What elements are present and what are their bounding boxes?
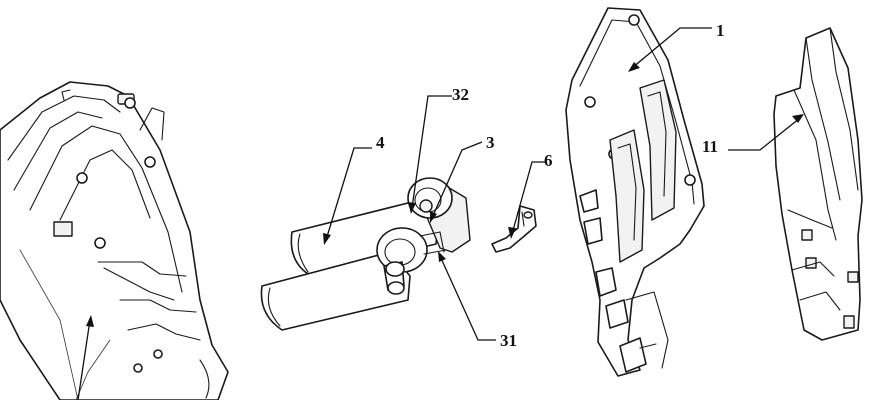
part-1-plate bbox=[565, 7, 705, 377]
leader-lines bbox=[77, 27, 804, 400]
part-3-roller-bracket bbox=[376, 177, 471, 295]
callout-32: 32 bbox=[452, 85, 469, 104]
callout-6: 6 bbox=[544, 151, 553, 170]
callout-4: 4 bbox=[376, 133, 385, 152]
housing-assembly bbox=[0, 81, 229, 400]
callout-1: 1 bbox=[716, 21, 725, 40]
part-11-cover bbox=[773, 27, 863, 341]
callout-3: 3 bbox=[486, 133, 495, 152]
callout-31: 31 bbox=[500, 331, 517, 350]
callouts: 1 11 32 3 4 6 31 bbox=[376, 21, 725, 350]
callout-11: 11 bbox=[702, 137, 718, 156]
